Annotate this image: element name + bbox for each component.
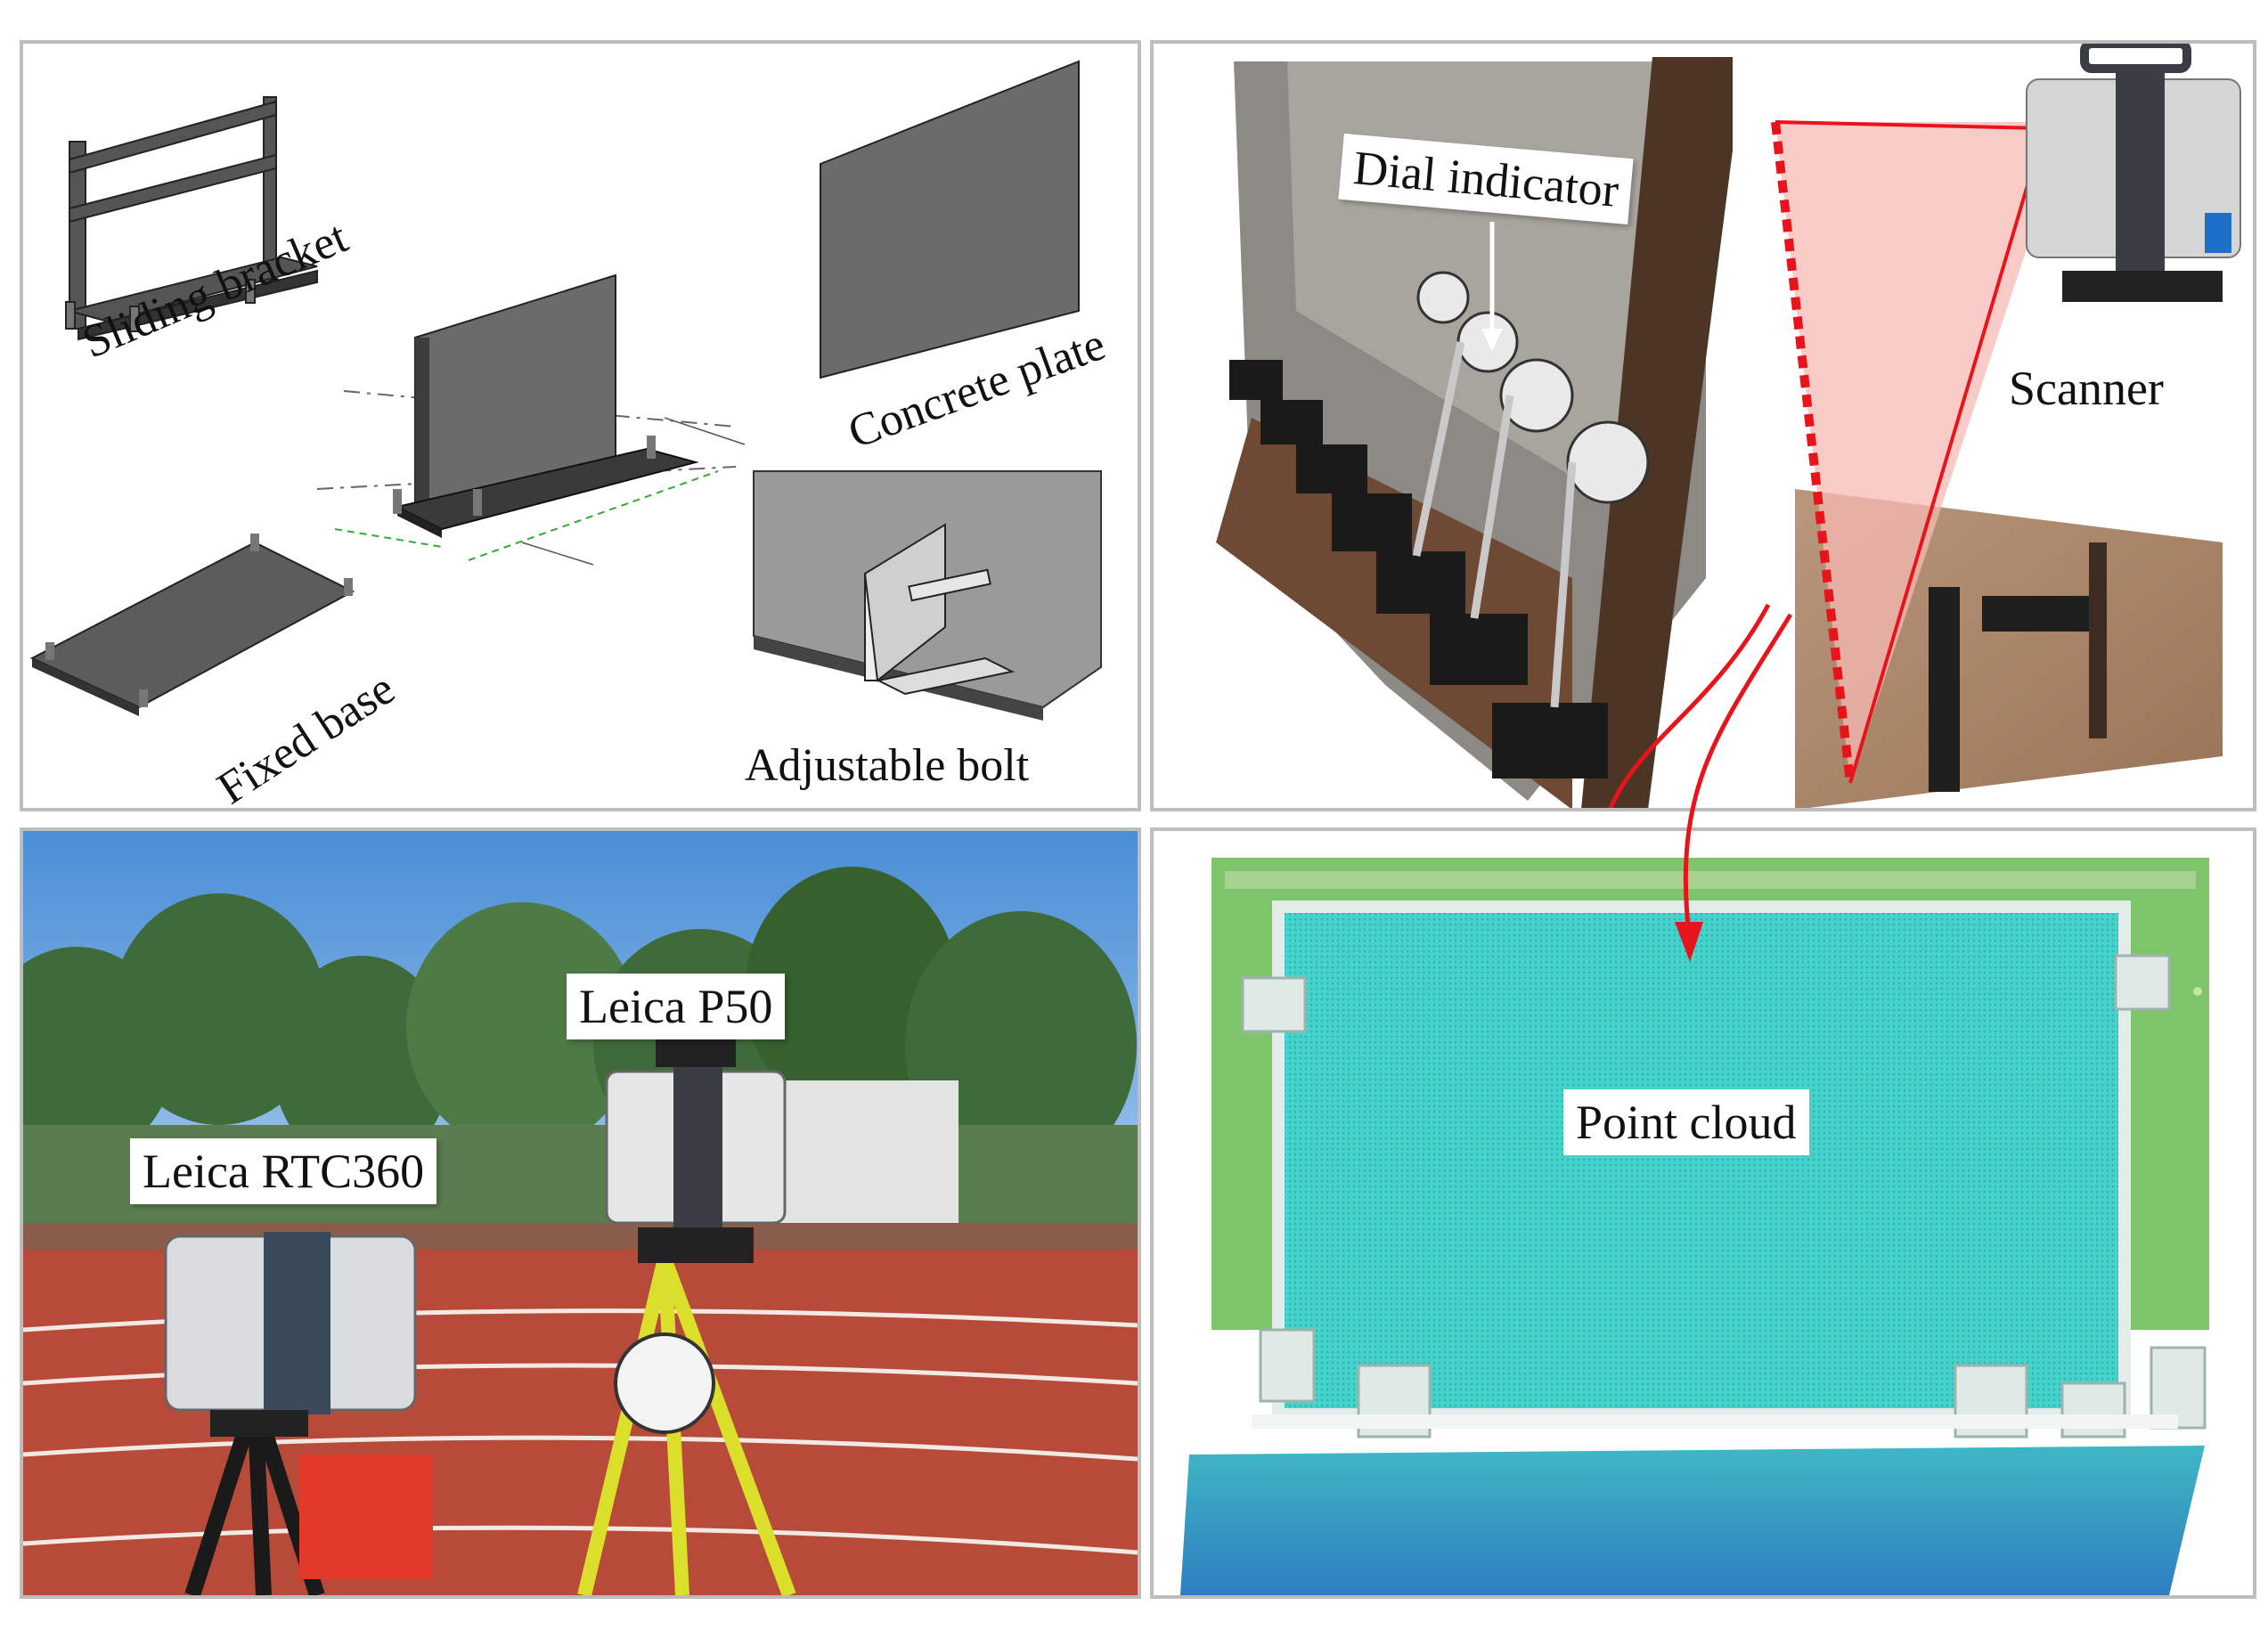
laser-plane — [1775, 122, 2044, 783]
setup-photo — [1154, 44, 2253, 808]
p50-scanner — [605, 1031, 787, 1263]
tripod-target — [614, 1333, 715, 1434]
plate-points — [1278, 911, 2125, 1410]
point-cloud-panel: Point cloud — [1150, 827, 2256, 1599]
laser-dotted-line — [1771, 121, 1855, 784]
rtc360-scanner — [164, 1232, 417, 1437]
fixed-base-drawing — [29, 534, 355, 716]
point-cloud-render — [1154, 831, 2253, 1595]
scanner-label: Scanner — [2009, 362, 2164, 415]
assembly-drawing — [316, 273, 746, 566]
setup-photo-panel: Dial indicator Scanner — [1150, 40, 2256, 811]
ground-points — [1180, 1446, 2205, 1595]
red-case — [299, 1455, 433, 1579]
scanners-photo — [23, 831, 1138, 1595]
scanner-device — [2026, 44, 2241, 302]
sliding-bracket-drawing — [65, 96, 318, 341]
steel-frame — [1581, 57, 1733, 808]
dial-gauges — [1416, 271, 1650, 504]
leica-p50-label: Leica P50 — [567, 974, 786, 1039]
leica-rtc360-label: Leica RTC360 — [130, 1138, 437, 1204]
components-drawing — [29, 60, 1102, 721]
adjustable-bolt-drawing — [753, 470, 1102, 721]
dial-indicators — [1229, 360, 1608, 778]
components-panel: Sliding bracket Concrete plate Fixed bas… — [20, 40, 1141, 811]
scanners-photo-panel: Leica P50 Leica RTC360 — [20, 827, 1141, 1599]
side-sensor — [1929, 542, 2107, 792]
concrete-plate-drawing — [820, 60, 1080, 379]
point-cloud-label: Point cloud — [1563, 1089, 1809, 1155]
adjustable-bolt-label: Adjustable bolt — [745, 740, 1030, 791]
